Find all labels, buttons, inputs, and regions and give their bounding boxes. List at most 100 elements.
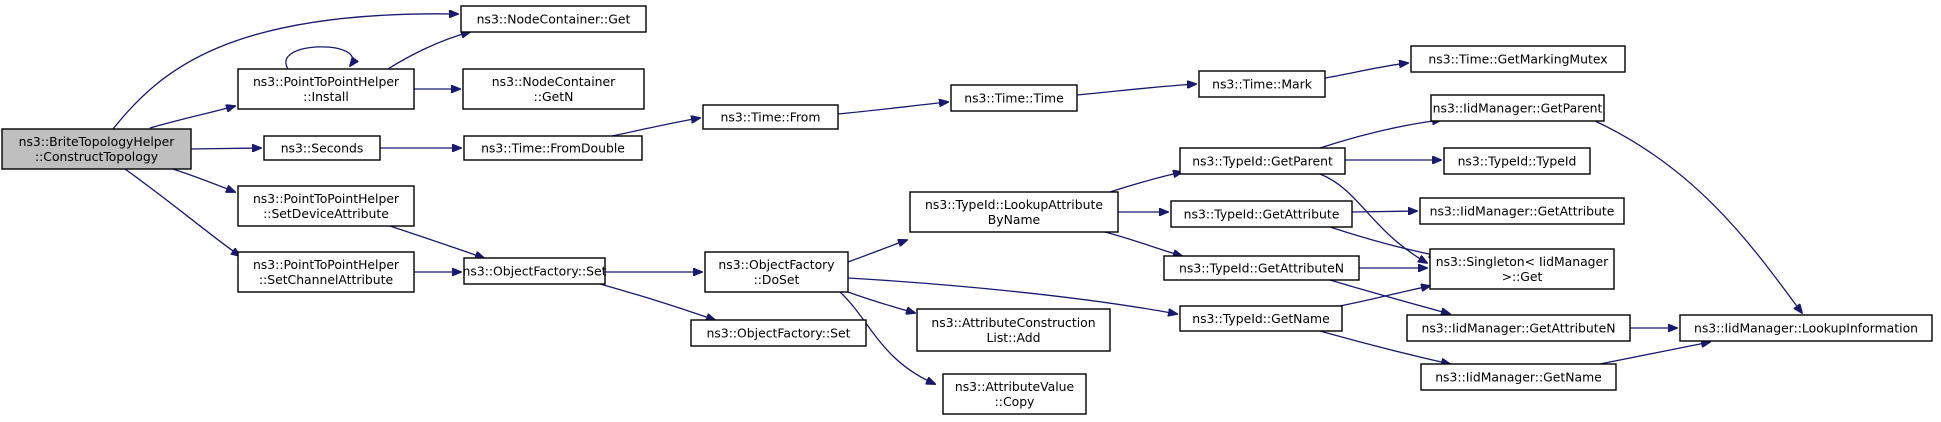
node-label: ns3::IidManager::GetAttributeN bbox=[1421, 321, 1615, 336]
node-label: ns3::Time::Time bbox=[964, 91, 1064, 106]
node-mutex[interactable]: ns3::Time::GetMarkingMutex bbox=[1410, 45, 1626, 73]
node-box bbox=[463, 135, 643, 161]
edge-fromdouble-to-from bbox=[611, 118, 700, 137]
node-box bbox=[690, 319, 867, 347]
node-box bbox=[463, 257, 606, 285]
node-box bbox=[1679, 314, 1933, 342]
node-box bbox=[237, 185, 415, 227]
edge-time-to-mark bbox=[1076, 84, 1196, 96]
node-label: ns3::TypeId::GetParent bbox=[1192, 154, 1333, 169]
node-box bbox=[1410, 45, 1626, 73]
node-label: ns3::PointToPointHelper bbox=[253, 191, 400, 206]
node-label: ::SetDeviceAttribute bbox=[263, 206, 389, 221]
edge-ofdoset-to-lookupattr bbox=[847, 240, 907, 263]
node-box bbox=[1443, 147, 1591, 175]
node-box bbox=[263, 135, 381, 161]
node-box bbox=[1430, 94, 1605, 122]
node-label: ns3::ObjectFactory::Set bbox=[463, 264, 607, 279]
edge-ofdoset-to-attrlistadd bbox=[847, 291, 915, 313]
node-attrcopy[interactable]: ns3::AttributeValue::Copy bbox=[942, 373, 1087, 415]
node-label: ns3::Singleton< IidManager bbox=[1436, 254, 1609, 269]
edge-root-to-ncget bbox=[112, 14, 458, 130]
node-fromdouble[interactable]: ns3::Time::FromDouble bbox=[463, 135, 643, 161]
node-iidgetattribute[interactable]: ns3::IidManager::GetAttribute bbox=[1419, 197, 1625, 225]
node-box bbox=[1198, 70, 1326, 98]
node-label: ns3::Time::GetMarkingMutex bbox=[1428, 52, 1607, 67]
node-singleton[interactable]: ns3::Singleton< IidManager>::Get bbox=[1429, 248, 1615, 290]
node-label: ns3::IidManager::GetParent bbox=[1433, 101, 1603, 116]
node-getparent[interactable]: ns3::TypeId::GetParent bbox=[1179, 147, 1346, 175]
node-mark[interactable]: ns3::Time::Mark bbox=[1198, 70, 1326, 98]
node-label: ns3::TypeId::GetName bbox=[1192, 311, 1330, 326]
edge-iidgetname-to-lookupinfo bbox=[1599, 342, 1710, 365]
edge-ofset1-to-ofset2 bbox=[599, 283, 715, 320]
node-iidgetattributen[interactable]: ns3::IidManager::GetAttributeN bbox=[1406, 314, 1631, 342]
node-box bbox=[1163, 255, 1360, 281]
node-label: ::Install bbox=[303, 89, 349, 104]
node-root[interactable]: ns3::BriteTopologyHelper::ConstructTopol… bbox=[1, 128, 192, 170]
node-time[interactable]: ns3::Time::Time bbox=[950, 84, 1078, 112]
node-box bbox=[942, 373, 1087, 415]
node-label: ns3::BriteTopologyHelper bbox=[19, 134, 176, 149]
node-box bbox=[462, 68, 645, 110]
node-box bbox=[1, 128, 192, 170]
node-ncgetn[interactable]: ns3::NodeContainer::GetN bbox=[462, 68, 645, 110]
node-getattributen[interactable]: ns3::TypeId::GetAttributeN bbox=[1163, 255, 1360, 281]
node-from[interactable]: ns3::Time::From bbox=[702, 104, 839, 130]
node-box bbox=[460, 5, 647, 33]
node-iidgetparent[interactable]: ns3::IidManager::GetParent bbox=[1430, 94, 1605, 122]
node-box bbox=[950, 84, 1078, 112]
node-label: ns3::IidManager::LookupInformation bbox=[1694, 321, 1918, 336]
node-label: ns3::IidManager::GetAttribute bbox=[1430, 204, 1615, 219]
node-box bbox=[1420, 363, 1617, 391]
node-lookupinfo[interactable]: ns3::IidManager::LookupInformation bbox=[1679, 314, 1933, 342]
node-ofset1[interactable]: ns3::ObjectFactory::Set bbox=[463, 257, 607, 285]
edge-lookupattr-to-getattributen bbox=[1104, 231, 1182, 256]
node-getattribute[interactable]: ns3::TypeId::GetAttribute bbox=[1170, 200, 1353, 228]
edge-p2pinstall-to-ncget bbox=[387, 32, 470, 70]
edge-mark-to-mutex bbox=[1324, 63, 1408, 79]
node-label: ::DoSet bbox=[754, 272, 800, 287]
edge-getattribute-to-singleton bbox=[1329, 226, 1438, 256]
node-p2pinstall[interactable]: ns3::PointToPointHelper::Install bbox=[237, 68, 415, 110]
node-ncget[interactable]: ns3::NodeContainer::Get bbox=[460, 5, 647, 33]
node-ofset2[interactable]: ns3::ObjectFactory::Set bbox=[690, 319, 867, 347]
node-label: ns3::NodeContainer bbox=[492, 74, 616, 89]
node-label: >::Get bbox=[1502, 269, 1543, 284]
node-box bbox=[1419, 197, 1625, 225]
edges-layer bbox=[112, 14, 1802, 384]
node-label: ns3::NodeContainer::Get bbox=[477, 12, 631, 27]
edge-p2pinstall-to-p2pinstall bbox=[285, 46, 353, 70]
node-label: ns3::TypeId::TypeId bbox=[1458, 154, 1577, 169]
node-label: ns3::ObjectFactory::Set bbox=[707, 326, 851, 341]
edge-getparent-to-iidgetparent bbox=[1319, 120, 1441, 149]
node-label: ns3::PointToPointHelper bbox=[253, 74, 400, 89]
node-label: ns3::Time::Mark bbox=[1212, 77, 1313, 92]
node-label: List::Add bbox=[987, 330, 1041, 345]
node-iidgetname[interactable]: ns3::IidManager::GetName bbox=[1420, 363, 1617, 391]
node-label: ns3::PointToPointHelper bbox=[253, 257, 400, 272]
edge-iidgetparent-to-lookupinfo bbox=[1594, 120, 1802, 313]
node-label: ns3::AttributeValue bbox=[955, 379, 1074, 394]
node-typeidctor[interactable]: ns3::TypeId::TypeId bbox=[1443, 147, 1591, 175]
edge-root-to-seconds bbox=[190, 148, 261, 149]
node-label: ns3::Seconds bbox=[281, 141, 364, 156]
edge-ofdoset-to-getname bbox=[847, 277, 1177, 314]
node-label: ns3::AttributeConstruction bbox=[931, 315, 1095, 330]
node-getname[interactable]: ns3::TypeId::GetName bbox=[1179, 305, 1343, 332]
node-label: ns3::IidManager::GetName bbox=[1435, 370, 1602, 385]
node-label: ByName bbox=[988, 212, 1040, 227]
node-box bbox=[237, 251, 415, 293]
node-setchan[interactable]: ns3::PointToPointHelper::SetChannelAttri… bbox=[237, 251, 415, 293]
node-setdev[interactable]: ns3::PointToPointHelper::SetDeviceAttrib… bbox=[237, 185, 415, 227]
edge-getname-to-iidgetname bbox=[1319, 330, 1450, 364]
node-label: ::SetChannelAttribute bbox=[259, 272, 393, 287]
edge-ofdoset-to-attrcopy bbox=[839, 291, 935, 384]
node-box bbox=[1429, 248, 1615, 290]
node-box bbox=[916, 308, 1111, 352]
node-ofdoset[interactable]: ns3::ObjectFactory::DoSet bbox=[704, 251, 849, 293]
node-seconds[interactable]: ns3::Seconds bbox=[263, 135, 381, 161]
